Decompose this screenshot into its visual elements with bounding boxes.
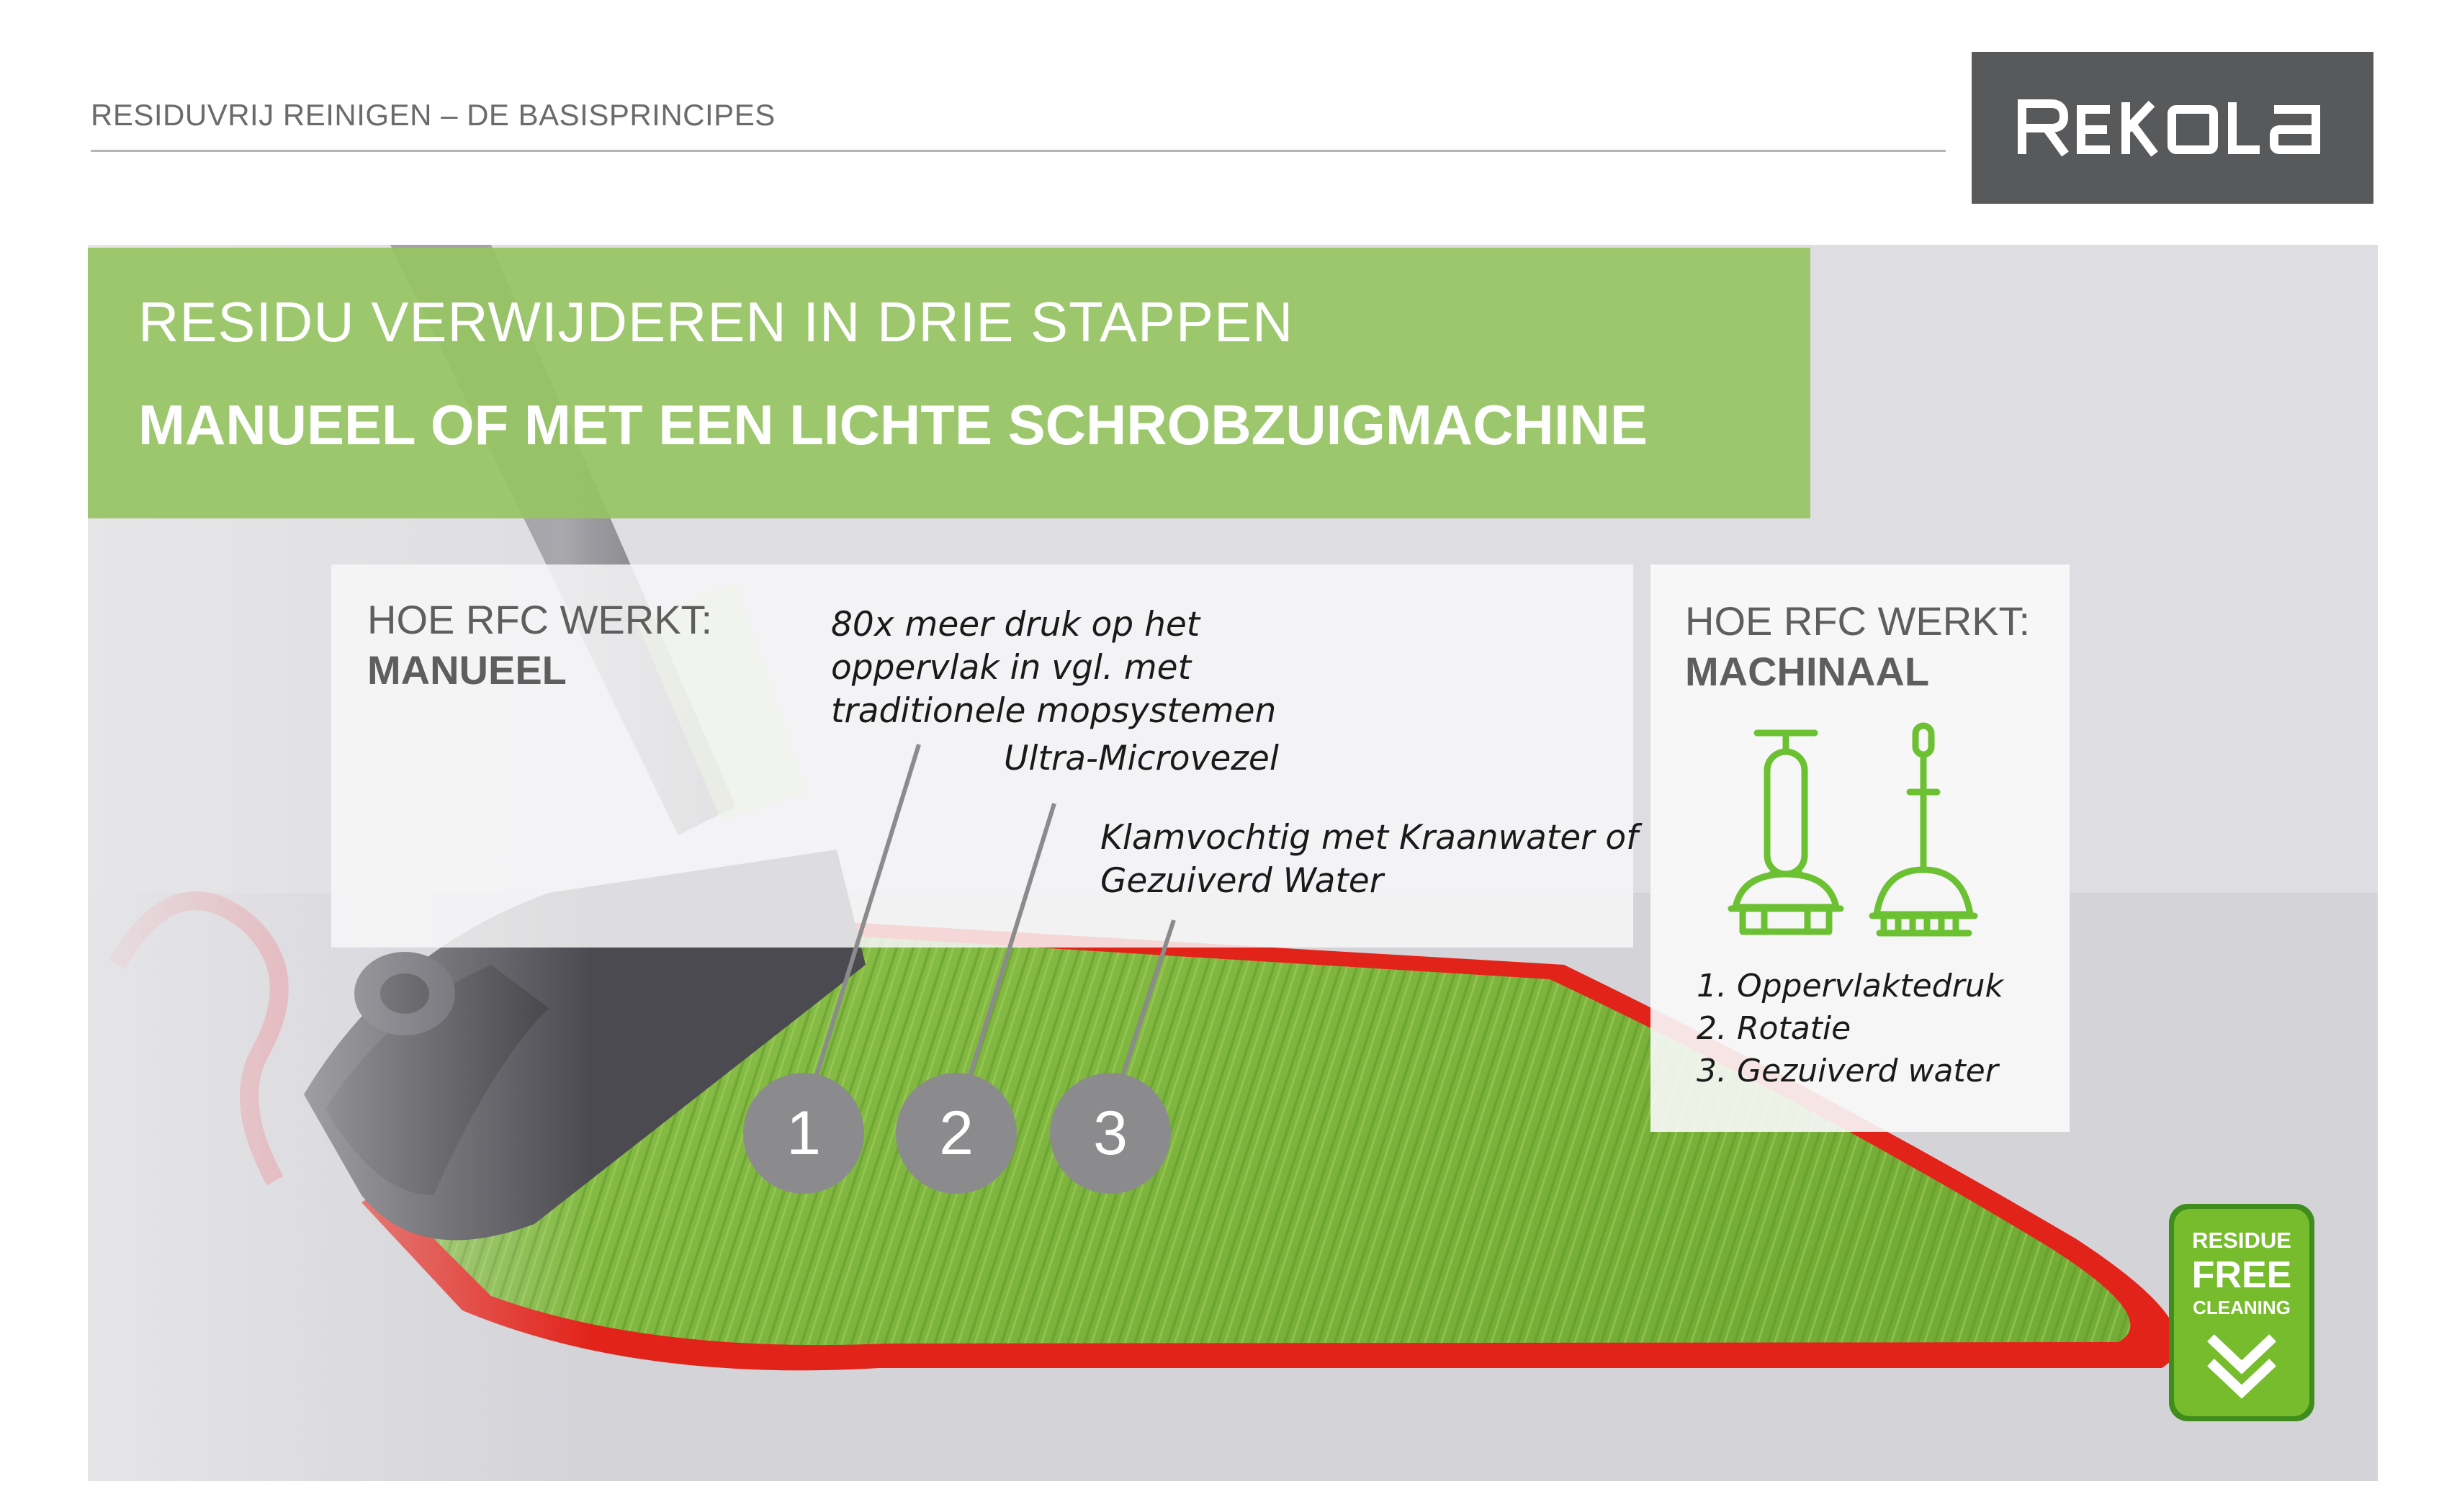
breadcrumb: RESIDUVRIJ REINIGEN – DE BASISPRINCIPES xyxy=(91,98,776,132)
rekola-logo-icon xyxy=(2018,99,2320,157)
double-chevron-down-icon xyxy=(2207,1334,2276,1399)
machine-panel xyxy=(1650,564,2070,1132)
list-item: 1. Oppervlaktedruk xyxy=(1697,968,2004,1004)
floor-polisher-icon xyxy=(1728,729,1844,935)
note-microfiber: Ultra-Microvezel xyxy=(1004,739,1279,778)
manual-panel xyxy=(331,564,1633,948)
badge-line-2: FREE xyxy=(2191,1254,2292,1296)
note-moisture: Klamvochtig met Kraanwater of Gezuiverd … xyxy=(1100,818,1638,901)
brand-logo xyxy=(1972,52,2373,204)
step-1-marker: 1 xyxy=(743,1073,864,1194)
badge-line-1: RESIDUE xyxy=(2192,1228,2291,1253)
list-item: 2. Rotatie xyxy=(1697,1010,1851,1047)
machine-panel-heading: MACHINAAL xyxy=(1685,649,1930,694)
title-banner xyxy=(88,248,1810,518)
header-divider xyxy=(91,150,1946,152)
page-subtitle: MANUEEL OF MET EEN LICHTE SCHROBZUIGMACH… xyxy=(138,393,1648,456)
manual-panel-kicker: HOE RFC WERKT: xyxy=(367,597,713,642)
page-title: RESIDU VERWIJDEREN IN DRIE STAPPEN xyxy=(138,290,1294,354)
step-3-marker: 3 xyxy=(1050,1073,1171,1194)
machine-panel-kicker: HOE RFC WERKT: xyxy=(1685,598,2031,644)
residue-free-badge: RESIDUE FREE CLEANING xyxy=(2169,1204,2314,1421)
badge-line-3: CLEANING xyxy=(2193,1297,2291,1318)
manual-panel-heading: MANUEEL xyxy=(367,647,567,693)
machine-icons xyxy=(1728,722,1978,937)
machine-steps-list: 1. Oppervlaktedruk 2. Rotatie 3. Gezuive… xyxy=(1697,965,2003,1092)
note-pressure: 80x meer druk op het oppervlak in vgl. m… xyxy=(831,605,1277,731)
list-item: 3. Gezuiverd water xyxy=(1697,1053,1998,1089)
step-2-marker: 2 xyxy=(896,1073,1017,1194)
brush-icon xyxy=(1869,722,1978,937)
